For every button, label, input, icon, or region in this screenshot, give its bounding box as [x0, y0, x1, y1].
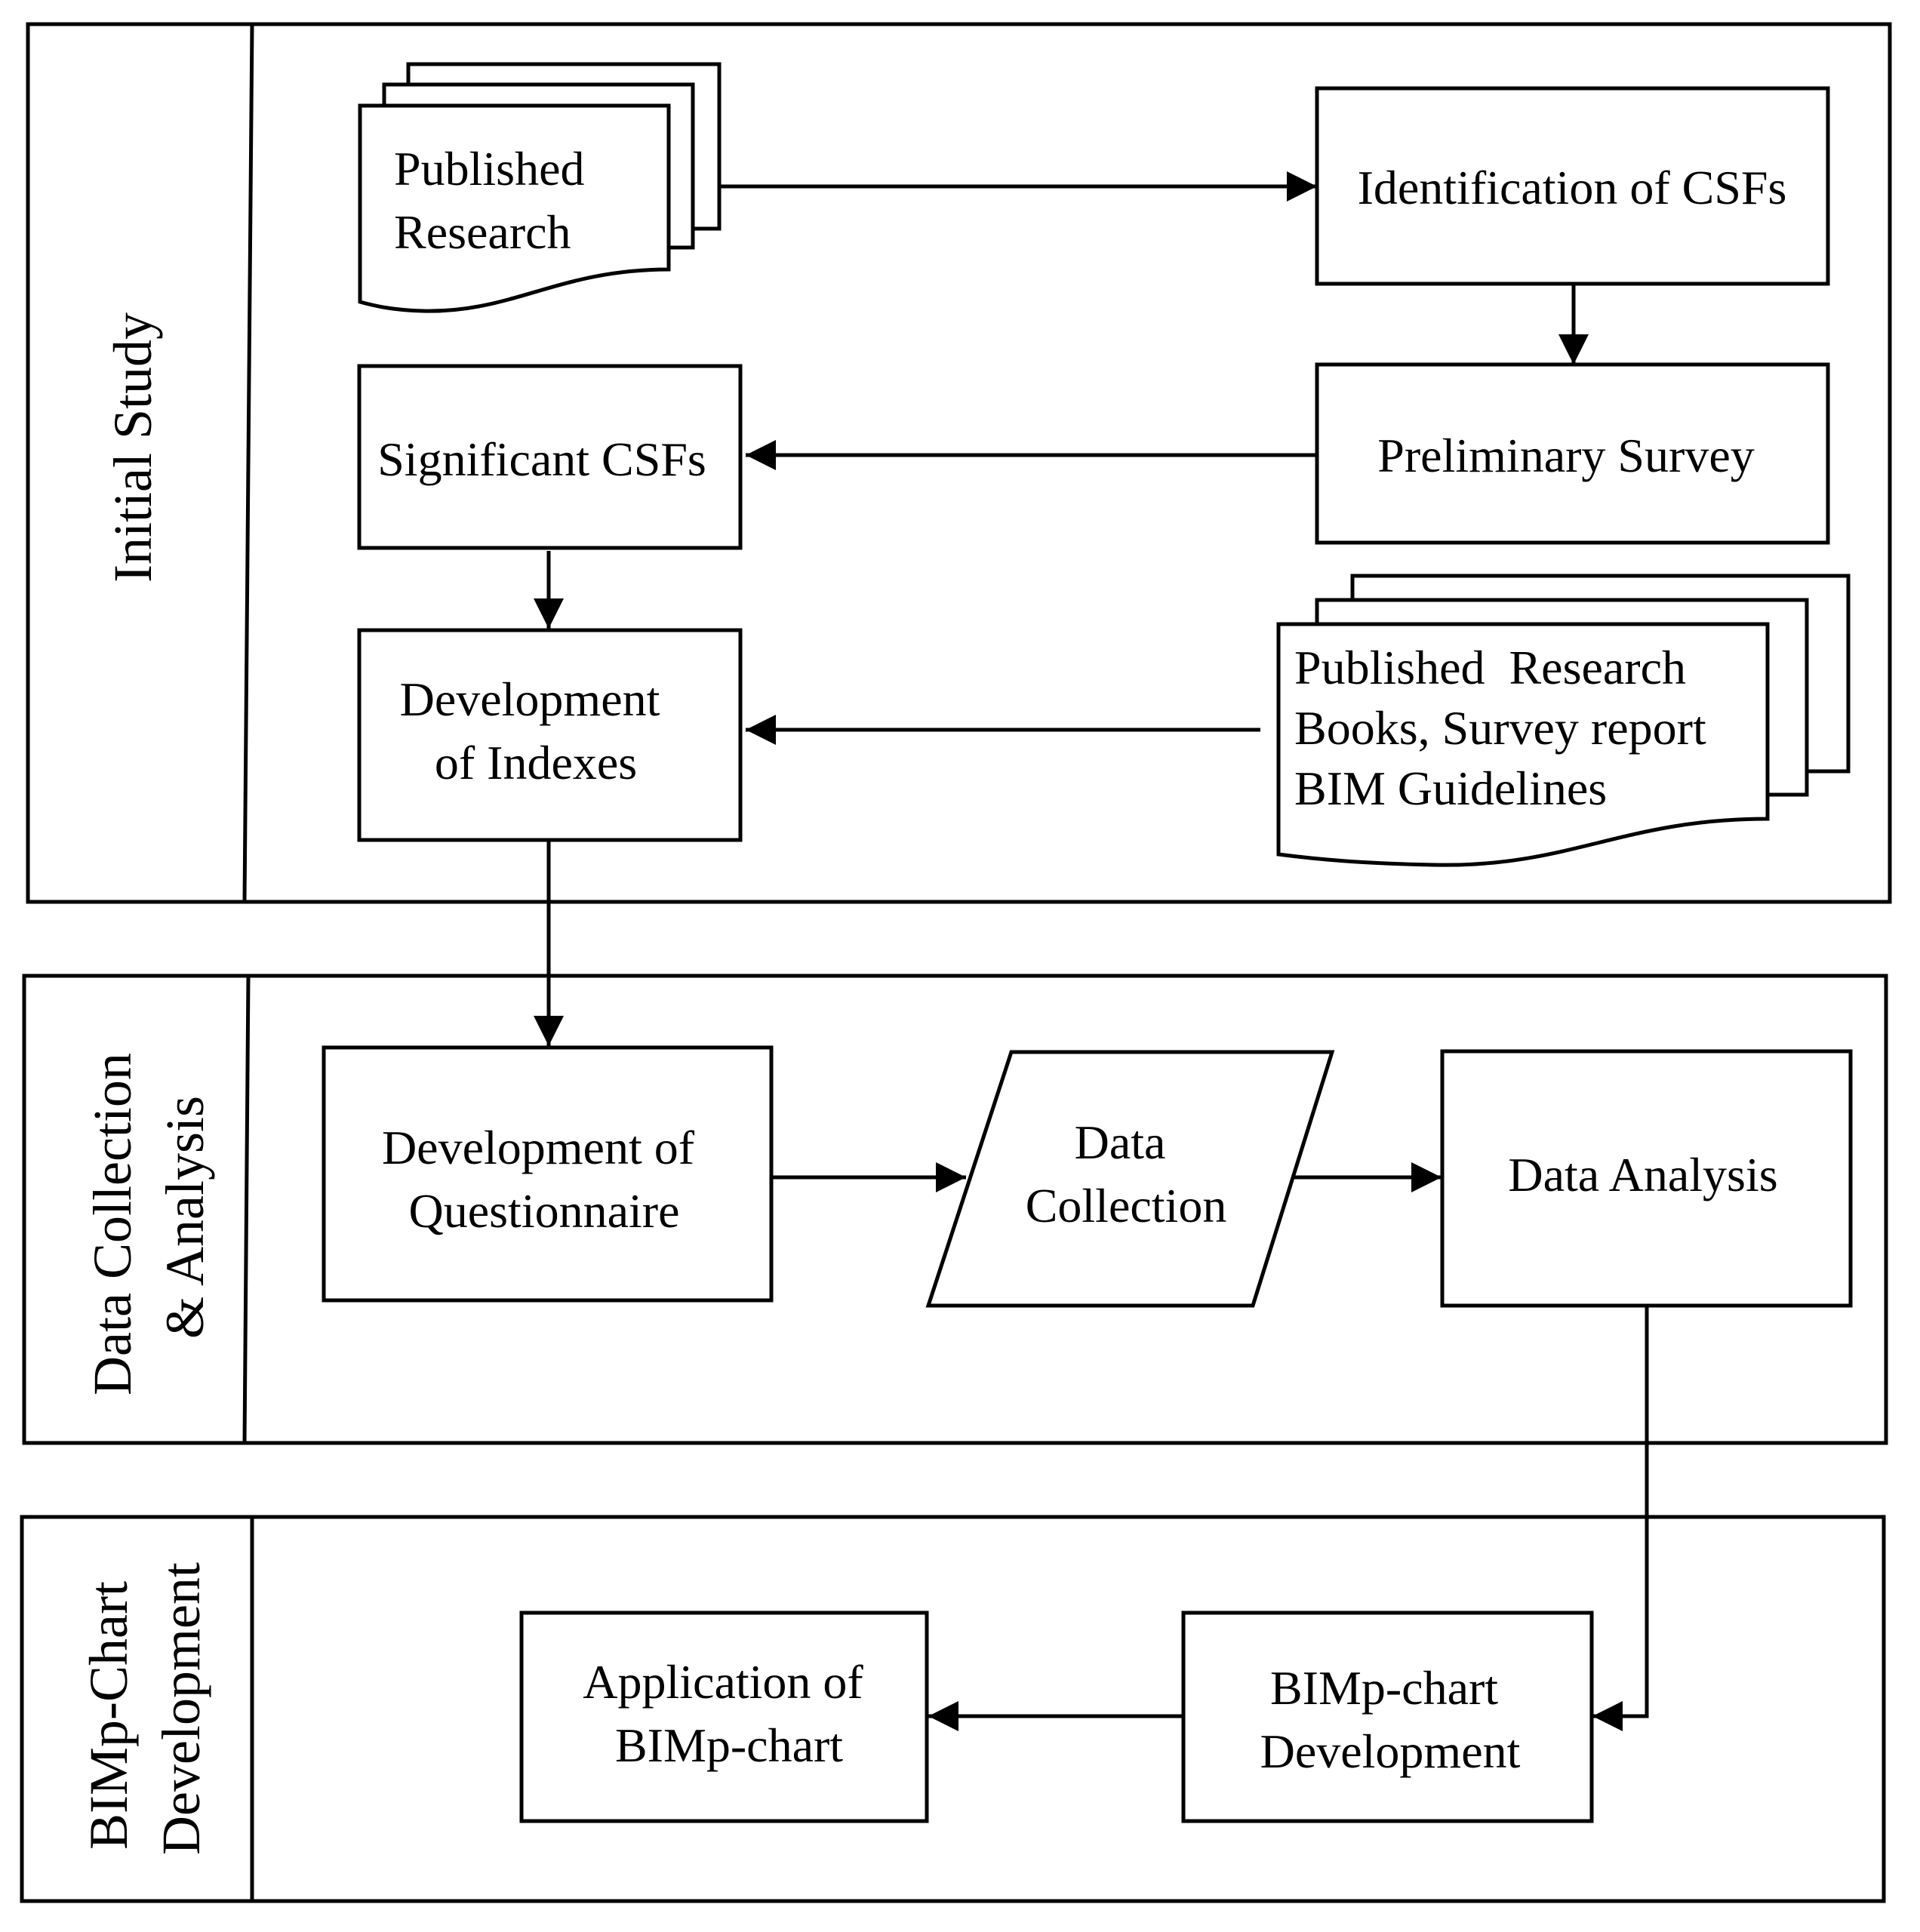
application-bimp-chart-box	[519, 1611, 929, 1823]
significant-csfs-label: Significant CSFs	[377, 432, 706, 486]
lane-bimp-chart-label: BIMp-Chart Development	[78, 1562, 211, 1855]
application-bimp-chart-label: Application of BIMp-chart	[583, 1655, 875, 1772]
lane-bimp-chart-frame	[20, 1515, 1886, 1903]
lane-data-collection-label-line-1: Data Collection	[82, 1053, 143, 1395]
node-development-indexes: Development of Indexes	[357, 628, 743, 842]
development-questionnaire-label: Development of Questionnaire	[382, 1121, 706, 1238]
published-sources-doc-front	[1276, 622, 1770, 867]
published-research-label-line-2: Research	[394, 205, 571, 259]
node-preliminary-survey: Preliminary Survey	[1315, 362, 1830, 545]
lane-bimp-chart-label-line-1: BIMp-Chart	[78, 1581, 139, 1850]
preliminary-survey-label: Preliminary Survey	[1377, 429, 1754, 482]
lane-data-collection-label-line-2: & Analysis	[155, 1096, 215, 1339]
published-research-label: Published Research	[394, 142, 596, 259]
data-collection-label-line-2: Collection	[1026, 1179, 1227, 1232]
lane-initial-study-frame	[26, 22, 1892, 904]
node-development-questionnaire: Development of Questionnaire	[322, 1045, 774, 1303]
lane-bimp-chart: BIMp-Chart Development	[20, 1515, 1886, 1903]
node-data-collection: Data Collection	[925, 1050, 1335, 1308]
bimp-chart-development-label-line-1: BIMp-chart	[1270, 1661, 1498, 1715]
lane-initial-study-label: Initial Study	[103, 312, 163, 583]
published-research-label-line-1: Published	[394, 142, 584, 195]
identification-csfs-box	[1315, 86, 1830, 286]
node-significant-csfs: Significant CSFs	[357, 364, 743, 550]
arrow-analysis-to-bimp-chart-development	[1592, 1307, 1649, 1731]
published-sources-label-line-3: BIM Guidelines	[1294, 761, 1607, 815]
data-analysis-box	[1440, 1049, 1853, 1308]
lane-initial-study: Initial Study	[26, 22, 1892, 904]
data-analysis-label: Data Analysis	[1508, 1148, 1777, 1201]
preliminary-survey-box	[1315, 362, 1830, 545]
published-research-doc-front	[358, 103, 671, 313]
published-sources-label-line-2: Books, Survey report	[1294, 701, 1706, 755]
development-questionnaire-label-line-2: Questionnaire	[409, 1184, 680, 1238]
development-questionnaire-label-line-1: Development of	[382, 1121, 695, 1174]
development-questionnaire-box	[322, 1045, 774, 1303]
connectors	[534, 171, 1649, 1731]
lane-data-collection-label: Data Collection & Analysis	[82, 1039, 215, 1395]
bimp-chart-development-label: BIMp-chart Development	[1260, 1661, 1521, 1778]
lane-bimp-chart-label-line-2: Development	[151, 1562, 211, 1855]
development-indexes-label-line-1: Development	[400, 672, 660, 726]
identification-csfs-label: Identification of CSFs	[1358, 161, 1787, 214]
node-bimp-chart-development: BIMp-chart Development	[1181, 1611, 1594, 1823]
lane-data-collection: Data Collection & Analysis	[22, 974, 1888, 1445]
application-bimp-chart-label-line-2: BIMp-chart	[615, 1718, 843, 1772]
data-collection-parallelogram	[925, 1050, 1335, 1308]
data-collection-label: Data Collection	[1026, 1115, 1227, 1232]
development-indexes-label-line-2: of Indexes	[435, 736, 637, 789]
significant-csfs-box	[357, 364, 743, 550]
published-sources-label: Published Research Books, Survey report …	[1294, 641, 1718, 815]
node-data-analysis: Data Analysis	[1440, 1049, 1853, 1308]
node-application-bimp-chart: Application of BIMp-chart	[519, 1611, 929, 1823]
data-collection-label-line-1: Data	[1075, 1115, 1166, 1169]
node-published-sources-documents: Published Research Books, Survey report …	[1276, 574, 1851, 867]
published-sources-label-line-1: Published Research	[1294, 641, 1686, 694]
lane-initial-study-divider	[242, 23, 254, 903]
node-published-research-documents: Published Research	[358, 62, 722, 313]
development-indexes-label: Development of Indexes	[400, 672, 672, 789]
development-indexes-box	[357, 628, 743, 842]
lane-data-collection-divider	[242, 975, 251, 1444]
node-identification-csfs: Identification of CSFs	[1315, 86, 1830, 286]
bimp-chart-development-label-line-2: Development	[1260, 1724, 1521, 1778]
lane-data-collection-frame	[22, 974, 1888, 1445]
application-bimp-chart-label-line-1: Application of	[583, 1655, 863, 1709]
bimp-chart-development-box	[1181, 1611, 1594, 1823]
